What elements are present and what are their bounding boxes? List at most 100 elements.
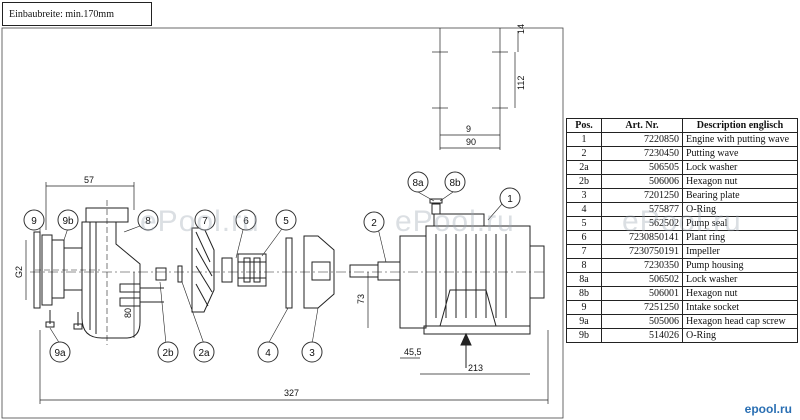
row-description: Pump housing [682, 258, 798, 273]
row-pos: 8a [566, 272, 602, 287]
dim-90: 90 [466, 137, 476, 147]
row-art-nr: 506505 [601, 160, 683, 175]
callout-3: 3 [309, 348, 315, 359]
row-art-nr: 506006 [601, 174, 683, 189]
impeller-part [191, 227, 215, 313]
dim-57: 57 [84, 175, 94, 185]
dim-112: 112 [516, 76, 526, 90]
exploded-pump-drawing: 9 9b 8 7 6 5 2 1 8a 8b 9a 2b 2a 4 3 57 G… [1, 24, 564, 419]
mounting-hole-pattern [432, 28, 519, 150]
cap-screws-9a-part [45, 310, 83, 330]
row-pos: 6 [566, 230, 602, 245]
hex-nut-2b-part [155, 267, 167, 281]
row-pos: 3 [566, 188, 602, 203]
row-art-nr: 7201250 [601, 188, 683, 203]
row-description: Pump seal [682, 216, 798, 231]
callout-5: 5 [283, 216, 289, 227]
row-art-nr: 7230750191 [601, 244, 683, 259]
callout-7: 7 [202, 216, 208, 227]
header-pos: Pos. [566, 118, 602, 133]
row-pos: 4 [566, 202, 602, 217]
bearing-plate-part [303, 235, 335, 309]
callout-2a: 2a [198, 348, 210, 359]
row-description: Impeller [682, 244, 798, 259]
row-description: Hexagon head cap screw [682, 314, 798, 329]
dim-73: 73 [356, 294, 366, 304]
row-pos: 9 [566, 300, 602, 315]
row-description: Hexagon nut [682, 174, 798, 189]
row-description: Hexagon nut [682, 286, 798, 301]
callout-9b: 9b [62, 216, 74, 227]
row-art-nr: 505006 [601, 314, 683, 329]
row-pos: 9a [566, 314, 602, 329]
dim-g2: G2 [14, 266, 24, 278]
callout-8a: 8a [412, 178, 424, 189]
row-art-nr: 562502 [601, 216, 683, 231]
dim-327: 327 [284, 388, 299, 398]
plant-ring-part [221, 257, 233, 283]
row-art-nr: 7220850 [601, 132, 683, 147]
row-pos: 2a [566, 160, 602, 175]
row-description: O-Ring [682, 328, 798, 343]
parts-table-header: Pos. Art. Nr. Description englisch [566, 118, 798, 133]
row-description: Putting wave [682, 146, 798, 161]
row-description: Intake socket [682, 300, 798, 315]
row-description: Lock washer [682, 160, 798, 175]
callout-2b: 2b [162, 348, 174, 359]
row-pos: 1 [566, 132, 602, 147]
row-pos: 9b [566, 328, 602, 343]
nut-washer-8a-8b-part [429, 198, 443, 215]
dim-14: 14 [516, 24, 526, 34]
callout-2: 2 [371, 218, 377, 229]
dim-213: 213 [468, 363, 483, 373]
dim-80: 80 [123, 308, 133, 318]
callout-8b: 8b [449, 178, 461, 189]
row-pos: 2 [566, 146, 602, 161]
row-art-nr: 7251250 [601, 300, 683, 315]
row-art-nr: 506001 [601, 286, 683, 301]
row-description: Engine with putting wave [682, 132, 798, 147]
lock-washer-2a-part [177, 265, 183, 283]
callout-8: 8 [145, 216, 151, 227]
row-description: Plant ring [682, 230, 798, 245]
installation-width-label: Einbaubreite: min.170mm [2, 2, 152, 26]
header-art-nr: Art. Nr. [601, 118, 683, 133]
row-pos: 8 [566, 258, 602, 273]
row-pos: 8b [566, 286, 602, 301]
engine-part [399, 213, 545, 335]
epool-logo: epool.ru [744, 402, 792, 416]
dim-45-5: 45,5 [404, 347, 422, 357]
row-pos: 5 [566, 216, 602, 231]
pump-housing-part [81, 200, 141, 345]
row-description: Lock washer [682, 272, 798, 287]
callout-4: 4 [265, 348, 271, 359]
row-art-nr: 7230350 [601, 258, 683, 273]
o-ring-9b-part [33, 231, 41, 309]
o-ring-4-part [285, 237, 293, 309]
row-art-nr: 506502 [601, 272, 683, 287]
callout-1: 1 [507, 194, 513, 205]
row-pos: 2b [566, 174, 602, 189]
row-art-nr: 7230850141 [601, 230, 683, 245]
row-description: Bearing plate [682, 188, 798, 203]
callout-9: 9 [31, 216, 37, 227]
row-art-nr: 514026 [601, 328, 683, 343]
row-pos: 7 [566, 244, 602, 259]
dim-9: 9 [466, 124, 471, 134]
pump-seal-part [237, 253, 267, 287]
